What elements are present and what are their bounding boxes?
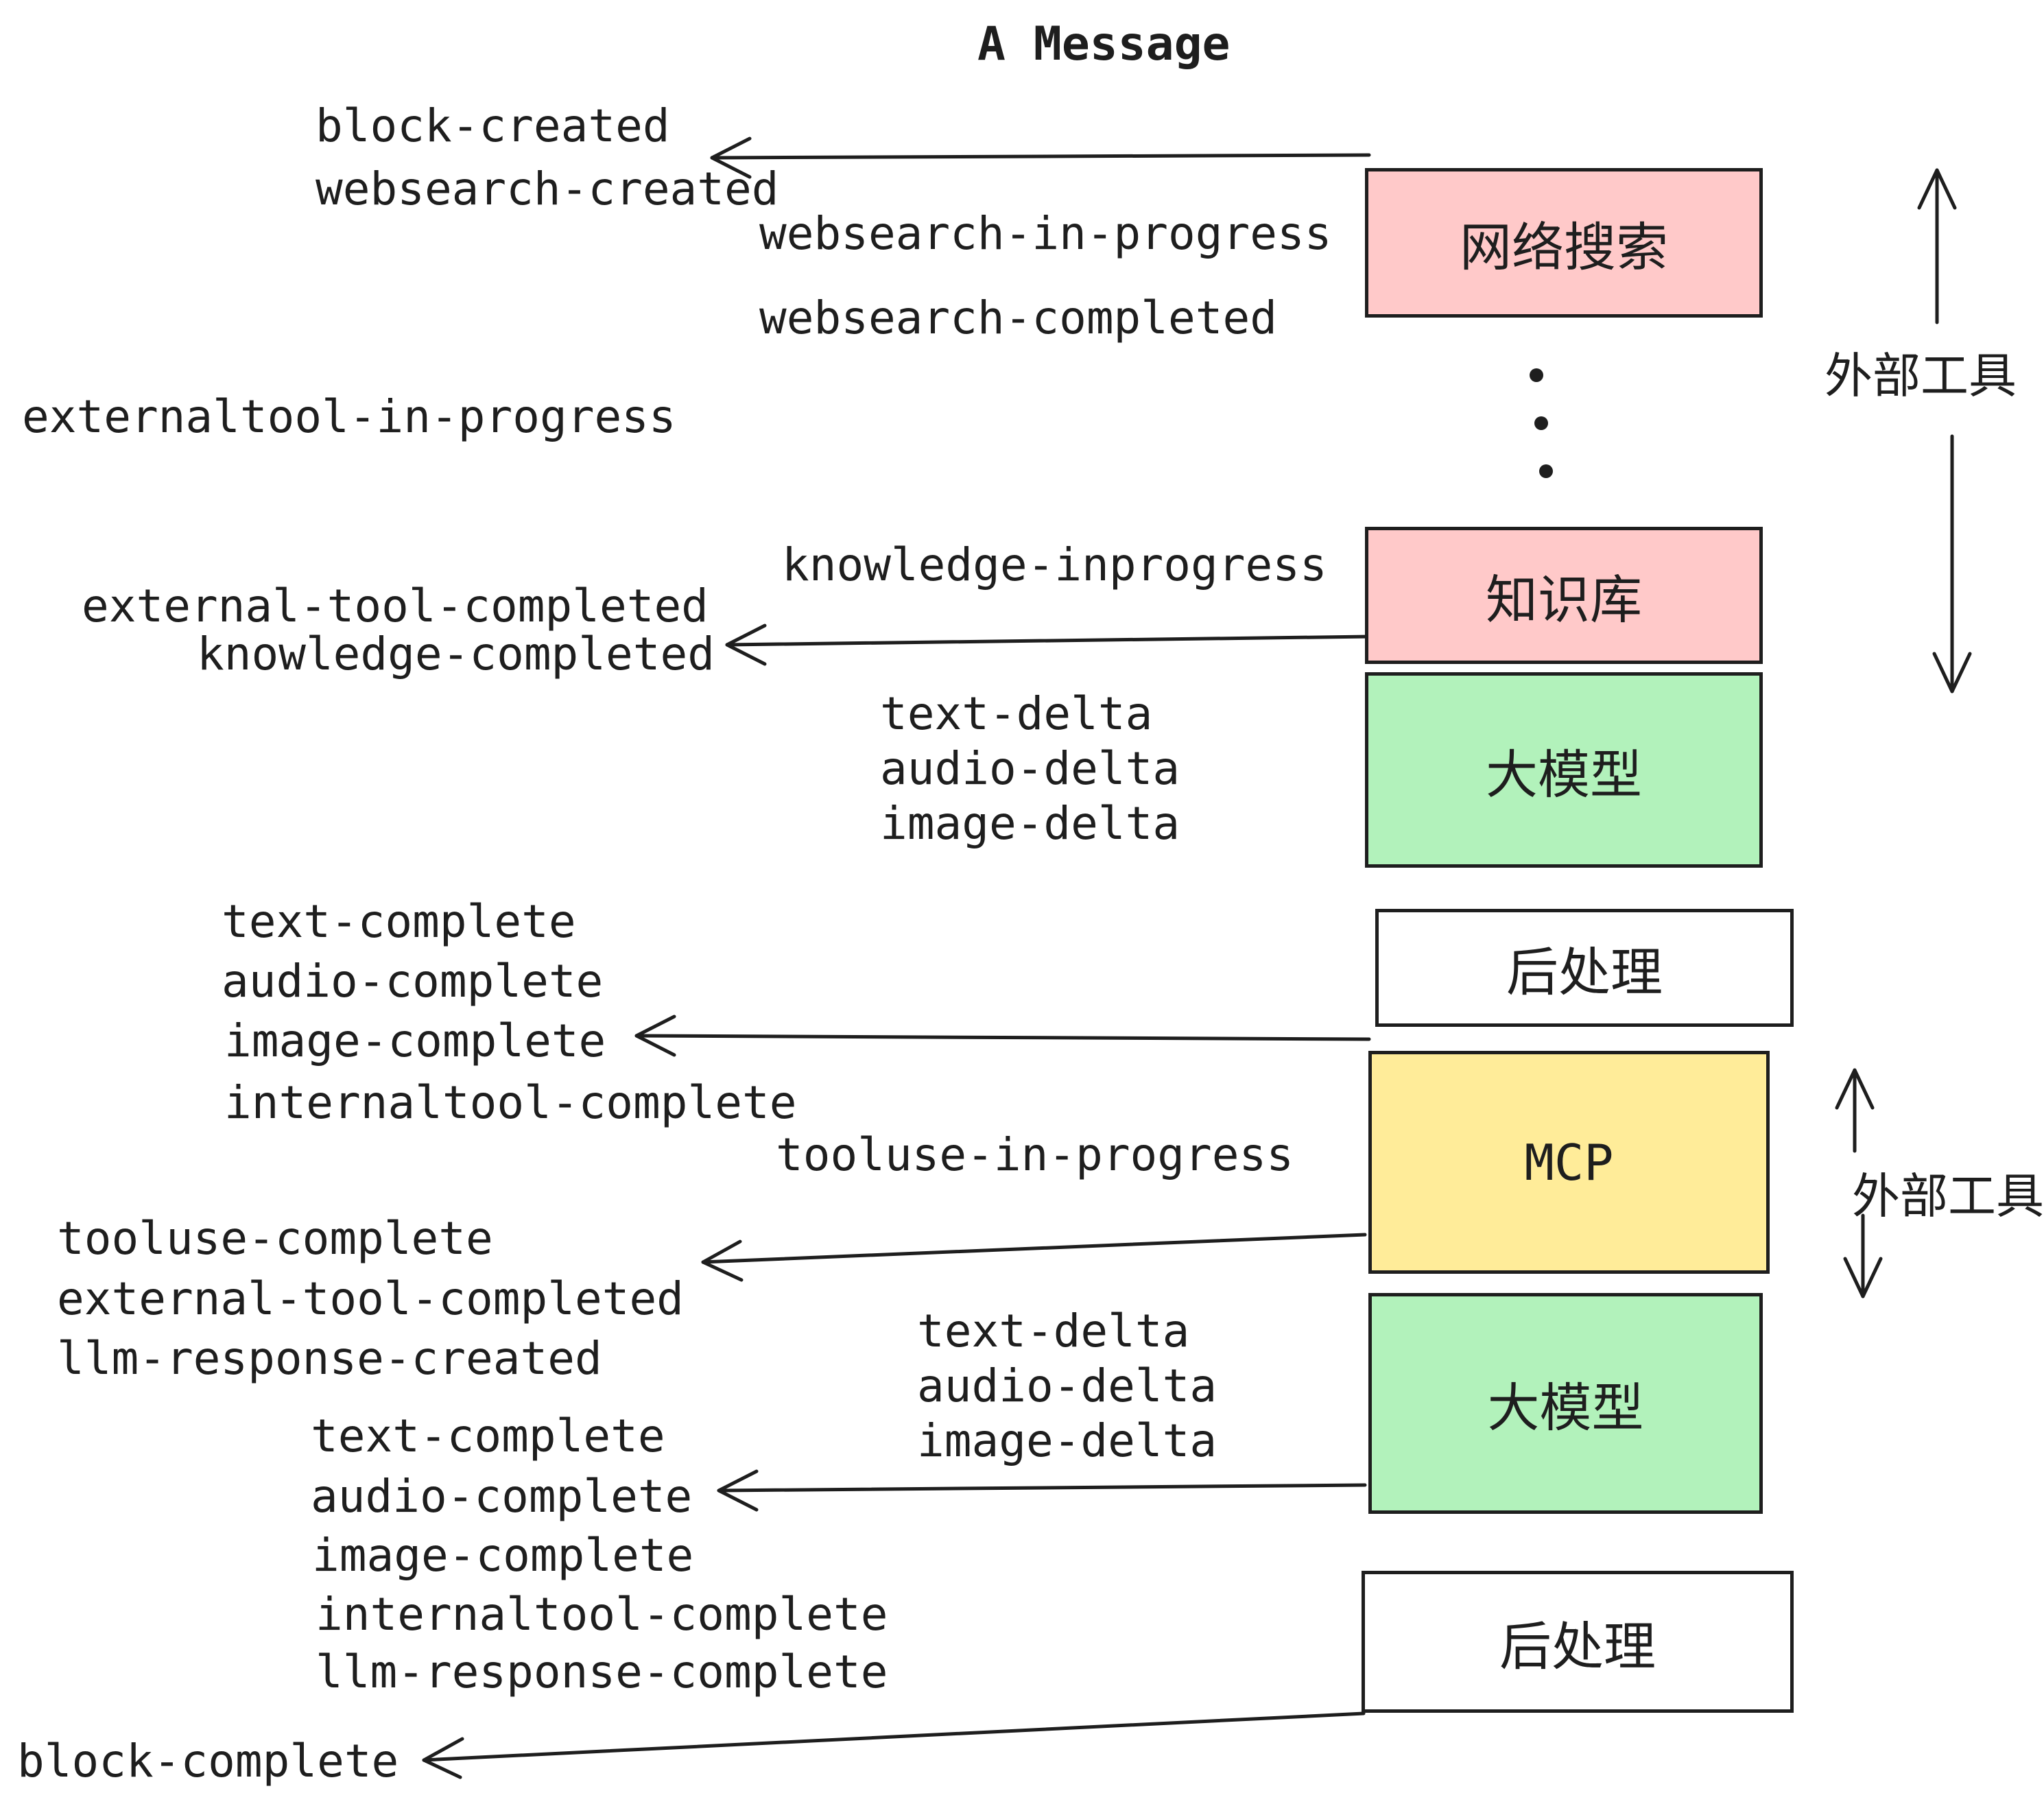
arrow-to-block-created [710,137,1371,179]
event-external-tool-completed-2: external-tool-completed [57,1272,684,1325]
event-websearch-created: websearch-created [316,163,779,215]
page-title: A Message [977,17,1231,71]
event-external-tool-completed-1: external-tool-completed [82,580,709,632]
box-websearch: 网络搜索 [1365,168,1763,318]
event-text-complete-1: text-complete [222,895,576,948]
event-tooluse-complete: tooluse-complete [57,1212,493,1265]
event-block-complete: block-complete [17,1735,399,1788]
event-audio-delta-1: audio-delta [880,742,1180,795]
event-image-complete-2: image-complete [312,1529,694,1582]
external-tools-up-arrow [1917,168,1957,324]
event-block-created: block-created [316,99,670,152]
event-text-delta-2: text-delta [917,1305,1190,1357]
external-tools-label-bottom: 外部工具 [1852,1168,2044,1224]
external-tools-label-top: 外部工具 [1825,348,2017,404]
arrow-to-knowledge-completed [725,624,1372,666]
box-postprocess-1: 后处理 [1375,909,1794,1027]
event-llm-response-created: llm-response-created [57,1332,602,1385]
arrow-to-block-complete [422,1711,1366,1779]
box-knowledge-label: 知识库 [1486,569,1642,630]
box-websearch-label: 网络搜索 [1460,217,1668,278]
event-llm-response-complete: llm-response-complete [316,1646,888,1698]
box-postprocess-1-label: 后处理 [1506,942,1663,1003]
event-audio-complete-2: audio-complete [311,1470,693,1523]
box-llm-1-label: 大模型 [1486,744,1642,805]
event-text-complete-2: text-complete [311,1410,665,1462]
ellipsis-dots [1530,368,1553,478]
event-image-complete-1: image-complete [224,1014,606,1067]
event-image-delta-1: image-delta [880,797,1180,850]
event-knowledge-inprogress: knowledge-inprogress [782,538,1327,591]
box-llm-2: 大模型 [1368,1293,1763,1514]
box-mcp: MCP [1368,1051,1770,1274]
box-knowledge: 知识库 [1365,527,1763,664]
mcp-external-tools-down-arrow [1843,1213,1883,1298]
event-audio-delta-2: audio-delta [917,1360,1217,1412]
arrow-to-tooluse-complete [701,1233,1367,1282]
box-postprocess-2-label: 后处理 [1499,1615,1656,1677]
event-internaltool-complete-2: internaltool-complete [316,1588,888,1641]
event-image-delta-2: image-delta [917,1414,1217,1467]
event-websearch-in-progress: websearch-in-progress [759,207,1332,260]
arrow-to-image-complete [634,1014,1371,1057]
arrow-to-audio-complete [717,1469,1367,1512]
external-tools-down-arrow [1932,434,1972,693]
mcp-external-tools-up-arrow [1835,1068,1875,1153]
box-llm-2-label: 大模型 [1487,1377,1644,1438]
event-knowledge-completed: knowledge-completed [197,628,715,680]
event-audio-complete-1: audio-complete [222,955,604,1008]
event-websearch-completed: websearch-completed [759,292,1277,344]
event-tooluse-in-progress: tooluse-in-progress [776,1128,1294,1181]
event-internaltool-complete-1: internaltool-complete [224,1076,797,1129]
box-postprocess-2: 后处理 [1362,1571,1794,1713]
box-mcp-label: MCP [1524,1133,1614,1191]
box-llm-1: 大模型 [1365,672,1763,868]
event-externaltool-in-progress: externaltool-in-progress [22,390,676,443]
event-text-delta-1: text-delta [880,687,1153,740]
